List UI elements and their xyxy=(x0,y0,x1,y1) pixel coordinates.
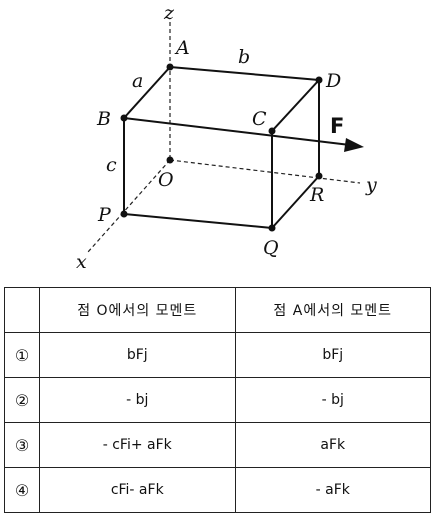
point-label-Q: Q xyxy=(263,237,279,259)
table-row: ① bFj bFj xyxy=(4,332,431,378)
edge-AB xyxy=(123,66,171,119)
point-label-B: B xyxy=(96,108,111,130)
point-A-dot xyxy=(166,63,174,71)
edge-label-c: c xyxy=(106,154,117,176)
moment-o-cell: - cFi+ aFk xyxy=(39,422,236,468)
dashed-lines xyxy=(87,22,361,253)
point-P-dot xyxy=(120,210,128,218)
axis-label-y: y xyxy=(365,174,377,196)
force-arrowhead xyxy=(344,138,364,152)
moment-a-cell: - aFk xyxy=(234,467,431,513)
point-Q-dot xyxy=(268,224,276,232)
option-number: ② xyxy=(4,377,40,423)
moment-a-cell: aFk xyxy=(234,422,431,468)
point-C-dot xyxy=(268,127,276,135)
y-axis xyxy=(169,159,361,184)
point-label-A: A xyxy=(174,37,190,59)
point-label-R: R xyxy=(309,184,324,206)
point-B-dot xyxy=(120,114,128,122)
box-force-diagram: z y x A B C D O P Q R a b c F xyxy=(76,2,377,273)
option-number: ④ xyxy=(4,467,40,513)
edge-QR xyxy=(271,175,320,229)
axis-label-x: x xyxy=(76,251,87,273)
moment-o-cell: cFi- aFk xyxy=(39,467,236,513)
point-O-dot xyxy=(166,156,174,164)
table-row: ③ - cFi+ aFk aFk xyxy=(4,422,431,468)
table-row: ④ cFi- aFk - aFk xyxy=(4,467,431,513)
table-header-row: 점 O에서의 모멘트 점 A에서의 모멘트 xyxy=(4,287,431,333)
vertices xyxy=(120,63,323,232)
edge-label-a: a xyxy=(132,70,143,92)
table-row: ② - bj - bj xyxy=(4,377,431,423)
edge-PQ xyxy=(123,213,273,229)
point-label-C: C xyxy=(252,108,267,130)
moment-a-cell: bFj xyxy=(234,332,431,378)
point-D-dot xyxy=(315,76,323,84)
edge-label-b: b xyxy=(238,46,250,68)
moment-o-cell: - bj xyxy=(39,377,236,423)
option-number: ③ xyxy=(4,422,40,468)
edge-DC xyxy=(271,79,320,132)
moment-a-cell: - bj xyxy=(234,377,431,423)
box-edges xyxy=(123,66,320,229)
point-label-D: D xyxy=(325,70,341,92)
header-moment-a: 점 A에서의 모멘트 xyxy=(234,287,431,333)
axis-label-z: z xyxy=(163,2,175,24)
point-R-dot xyxy=(315,172,323,180)
moment-table: 점 O에서의 모멘트 점 A에서의 모멘트 ① bFj bFj ② - bj -… xyxy=(4,287,431,513)
header-moment-o: 점 O에서의 모멘트 xyxy=(39,287,236,333)
force-label-F: F xyxy=(330,114,344,138)
moment-o-cell: bFj xyxy=(39,332,236,378)
option-number: ① xyxy=(4,332,40,378)
header-blank xyxy=(4,287,40,333)
point-label-O: O xyxy=(158,169,174,191)
edge-AD xyxy=(169,66,320,81)
point-label-P: P xyxy=(97,204,112,226)
force-line xyxy=(123,117,351,146)
